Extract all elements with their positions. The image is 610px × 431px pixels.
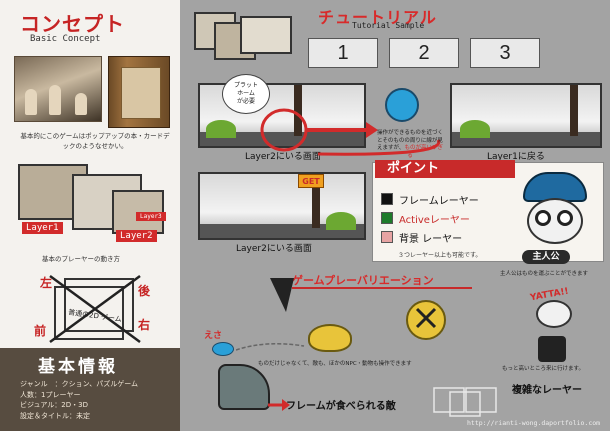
legend-swatch-active	[381, 212, 393, 224]
axis-label-front: 前	[34, 324, 47, 338]
legend-swatch-frame	[381, 193, 393, 205]
variation-title: ゲームプレーバリエーション	[292, 274, 434, 287]
concept-subtitle: Basic Concept	[30, 34, 101, 44]
info-line: 人数：1プレーヤー	[20, 390, 81, 399]
axis-label-left: 左	[40, 276, 53, 290]
tutorial-step-3: 3	[470, 38, 540, 68]
bait-creature-icon	[212, 342, 234, 356]
speech-line: が必要	[236, 98, 255, 105]
hanging-trap-icon	[270, 278, 294, 312]
cross-arrows-icon	[49, 274, 141, 344]
operation-text-highlight: ものが高いすぎる	[404, 145, 443, 159]
operation-text-main: 操作ができるものを近づくとそのものの周りに線が見えますが、	[377, 130, 443, 151]
figure-icon	[25, 89, 37, 115]
scene-layer1	[450, 83, 602, 148]
variation-caption-middle: ものだけじゃなくて、敵も、ほかのNPC・動物も操作できます	[258, 361, 412, 367]
variation-caption-right: もっと高いところ来に行けます。	[502, 366, 584, 372]
bush-icon	[206, 120, 236, 138]
concept-title: コンセプト	[20, 12, 125, 36]
tree-trunk	[312, 174, 320, 228]
axis-frame	[54, 286, 124, 340]
layer-tag-2: Layer2	[116, 230, 157, 242]
deco-frame	[240, 16, 292, 54]
info-panel: 基本情報 ジャンル ：クション、パズルゲーム 人数：1プレーヤー ビジュアル：2…	[0, 348, 180, 431]
legend-label-active: Activeレーヤー	[399, 211, 470, 226]
tutorial-subtitle: Tutorial Sample	[352, 21, 425, 30]
red-arrow-icon	[260, 108, 441, 156]
tutorial-step-1: 1	[308, 38, 378, 68]
popup-book-image	[14, 56, 102, 122]
hero-description: 主人公はものを運ぶことができます	[500, 271, 589, 277]
axis-diagram: 左 後 前 右 普通の2D ゲーム	[30, 268, 160, 350]
scene-ground	[200, 132, 364, 146]
axis-label-right: 右	[138, 318, 151, 332]
info-line: ジャンル ：クション、パズルゲーム	[20, 380, 139, 388]
points-note: ３つレーヤー以上も可能です。	[398, 252, 482, 259]
info-lines: ジャンル ：クション、パズルゲーム 人数：1プレーヤー ビジュアル：2D・3D …	[20, 379, 138, 421]
hero-small-icon	[536, 300, 572, 328]
tree-trunk	[294, 85, 302, 136]
hero-badge: 主人公	[522, 250, 570, 264]
stacked-layers-icon	[433, 387, 497, 417]
caption-layer2-top: Layer2にいる画面	[245, 152, 321, 162]
card-deck-image	[108, 56, 170, 128]
figure-icon	[49, 85, 61, 115]
pedestal-icon	[538, 336, 566, 362]
caption-layer2-bottom: Layer2にいる画面	[236, 244, 312, 254]
legend-row-background: 背景 レーヤー	[381, 228, 462, 246]
cross-icon	[415, 307, 437, 329]
figure-icon	[75, 93, 87, 115]
operation-text: 操作ができるものを近づくとそのものの周りに線が見えますが、ものが高いすぎる	[375, 130, 445, 160]
yellow-creature-icon	[308, 324, 352, 352]
tree-trunk	[570, 85, 578, 136]
bush-icon	[460, 120, 490, 138]
points-title: ポイント	[375, 160, 515, 178]
legend-swatch-background	[381, 231, 393, 243]
esa-label: えさ	[204, 331, 223, 341]
scene-ground	[200, 224, 364, 238]
axis-frame	[64, 278, 134, 332]
info-title: 基本情報	[38, 357, 118, 377]
tutorial-title: チュートリアル	[318, 8, 437, 27]
speech-line: ホーム	[237, 90, 255, 97]
layer-tag-1: Layer1	[22, 222, 63, 234]
info-line: ビジュアル：2D・3D	[20, 401, 88, 409]
footer-url: http://rianti-wong.daportfolio.com	[467, 419, 601, 427]
frame-eater-banner: フレームが食べられる敵	[286, 401, 396, 412]
bird-creature-icon	[385, 88, 419, 122]
layers-illustration: Layer1 Layer2 Layer3	[12, 160, 172, 250]
legend-row-frame: フレームレーヤー	[381, 190, 479, 208]
legend-label-background: 背景 レーヤー	[399, 233, 463, 245]
tutorial-deco-frames	[194, 8, 294, 68]
legend-label-active-text: Activeレーヤー	[399, 214, 470, 226]
hero-glasses-icon	[535, 210, 551, 226]
layers-caption: 基本のプレーヤーの動き方	[42, 255, 120, 263]
variation-underline	[292, 287, 472, 289]
speech-bubble: プラットホームが必要	[222, 74, 270, 114]
card-deck-inner	[121, 67, 161, 119]
arrow-right-icon	[268, 399, 290, 411]
scene-layer2-top	[198, 83, 366, 148]
caption-layer1: Layer1に戻る	[487, 152, 545, 162]
hero-glasses-icon	[557, 210, 573, 226]
legend-label-frame: フレームレーヤー	[399, 195, 479, 207]
tutorial-step-2: 2	[389, 38, 459, 68]
scene-layer2-bottom	[198, 172, 366, 240]
chain-icon	[236, 343, 305, 351]
bush-icon	[326, 212, 356, 230]
layer-tag-3: Layer3	[136, 212, 166, 221]
concept-description: 基本的にこのゲームはポップアップの本・カードデックのようなせかい。	[20, 132, 170, 150]
hero-character	[515, 170, 597, 262]
speech-line: プラット	[233, 82, 258, 89]
axis-label-back: 後	[138, 284, 151, 298]
multi-layer-label: 複雑なレーヤー	[512, 385, 582, 396]
info-line: 設定＆タイトル：未定	[20, 411, 90, 420]
get-badge: GET	[298, 174, 324, 188]
legend-row-active: Activeレーヤー	[381, 209, 470, 227]
